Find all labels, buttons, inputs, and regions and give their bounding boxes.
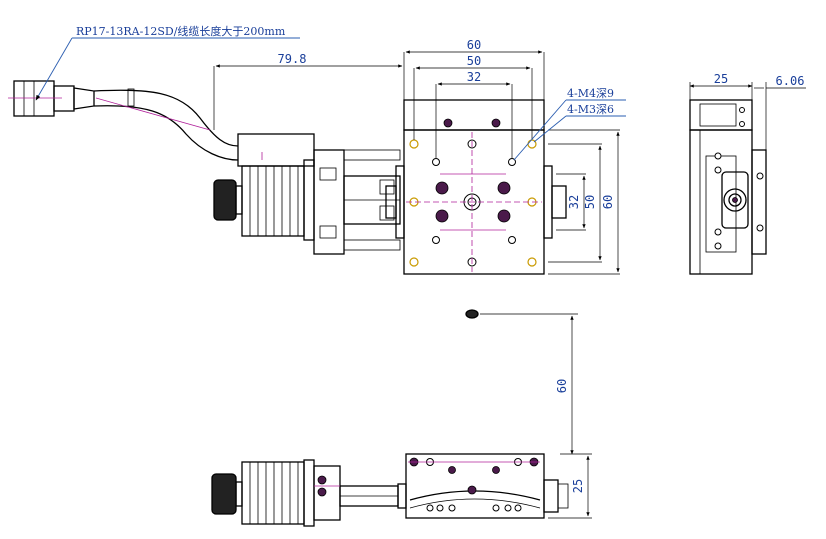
dim-side-32: 32 xyxy=(567,195,581,209)
dim-overall-length: 79.8 xyxy=(278,52,307,66)
mount-hole xyxy=(435,181,449,195)
rotation-center-marker xyxy=(465,309,479,319)
dim-width-60: 60 xyxy=(467,38,481,52)
dim-width-50: 50 xyxy=(467,54,481,68)
stage-plate xyxy=(385,99,567,275)
cable xyxy=(93,88,239,161)
mount-hole xyxy=(497,181,511,195)
top-dimensions xyxy=(35,37,626,275)
mount-hole xyxy=(497,209,511,223)
dim-side-50: 50 xyxy=(583,195,597,209)
side-view: 25 6.06 xyxy=(689,72,806,275)
mount-hole xyxy=(443,118,453,128)
stepper-motor xyxy=(213,133,401,255)
dim-front-height-60: 60 xyxy=(555,379,569,393)
mount-hole xyxy=(491,118,501,128)
callout-m4: 4-M4深9 xyxy=(567,87,614,100)
mount-hole xyxy=(527,257,537,267)
dim-side-offset: 6.06 xyxy=(776,74,805,88)
dim-width-32: 32 xyxy=(467,70,481,84)
front-view: 60 xyxy=(211,309,592,527)
connector-plug xyxy=(8,80,95,117)
dim-side-60: 60 xyxy=(601,195,615,209)
cable-note: RP17-13RA-12SD/线缆长度大于200mm xyxy=(76,24,286,38)
mount-hole xyxy=(435,209,449,223)
mount-hole xyxy=(409,257,419,267)
mount-hole xyxy=(432,158,440,166)
top-view: 79.8 60 50 32 32 50 60 4-M4深9 4-M3深6 RP1… xyxy=(8,24,626,275)
dim-side-width: 25 xyxy=(714,72,728,86)
mount-hole xyxy=(409,139,419,149)
dim-front-height-25: 25 xyxy=(571,479,585,493)
mount-hole xyxy=(432,236,440,244)
mount-hole xyxy=(508,158,516,166)
mount-hole xyxy=(508,236,516,244)
callout-m3: 4-M3深6 xyxy=(567,103,614,116)
